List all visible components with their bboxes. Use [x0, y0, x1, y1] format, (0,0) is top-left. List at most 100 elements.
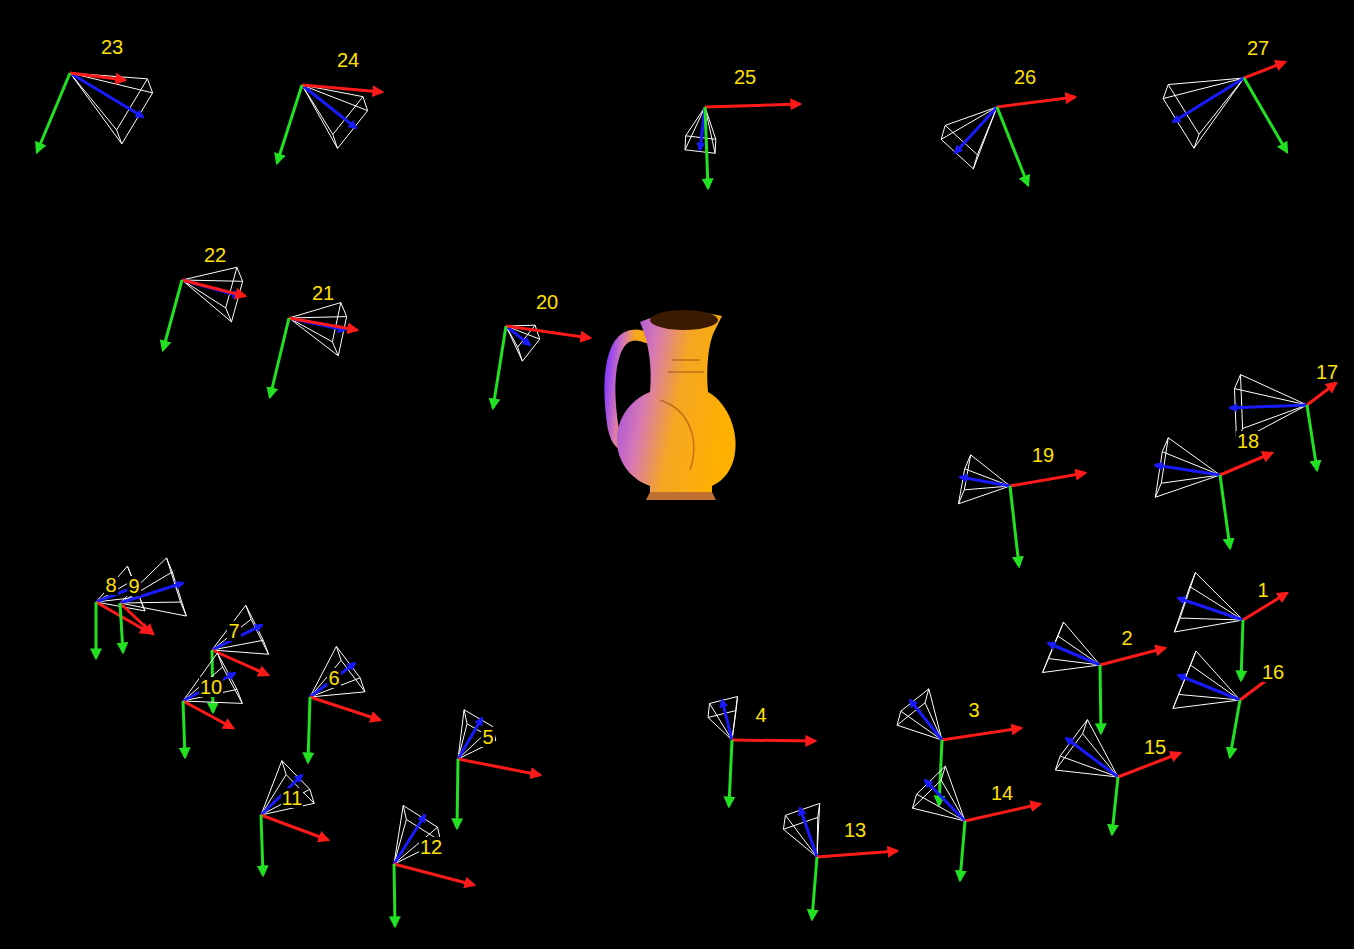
y-axis-arrow [1100, 665, 1101, 733]
camera-glyph [394, 806, 474, 927]
z-axis-arrow [955, 107, 997, 153]
camera-frustum [120, 558, 186, 616]
frustum-base [1055, 720, 1087, 770]
jug-body [617, 313, 736, 496]
camera-glyph [270, 303, 357, 397]
y-axis-arrow [997, 107, 1028, 185]
x-axis-arrow [70, 73, 125, 80]
x-axis-arrow [183, 701, 233, 728]
frustum-edge [1199, 78, 1244, 134]
camera-frustum [1174, 573, 1243, 633]
z-axis-arrow [910, 700, 942, 740]
frustum-edge [785, 815, 817, 857]
camera-number: 2 [1120, 628, 1133, 648]
camera-number: 16 [1261, 662, 1285, 682]
y-axis-arrow [729, 740, 732, 806]
y-axis-arrow [183, 701, 185, 757]
z-axis-arrow [800, 808, 817, 857]
z-axis-arrow [1178, 598, 1243, 620]
camera-glyph [912, 766, 1040, 880]
camera-frustum [1155, 438, 1220, 498]
frustum-edge [70, 73, 153, 93]
camera-frustum [1173, 651, 1240, 708]
x-axis-arrow [182, 280, 245, 296]
camera-number: 10 [199, 677, 223, 697]
y-axis-arrow [1307, 405, 1317, 470]
frustum-edge [1043, 665, 1100, 673]
y-axis-arrow [457, 759, 458, 828]
camera-number: 13 [843, 820, 867, 840]
camera-number: 8 [104, 575, 117, 595]
camera-number: 5 [481, 727, 494, 747]
camera-frustum [708, 697, 737, 741]
y-axis-arrow [37, 73, 70, 152]
camera-number: 27 [1246, 38, 1270, 58]
jug-mouth [650, 310, 718, 330]
x-axis-arrow [458, 759, 540, 775]
x-axis-arrow [302, 85, 382, 92]
camera-number: 14 [990, 783, 1014, 803]
frustum-edge [1173, 700, 1240, 708]
frustum-edge [302, 85, 338, 148]
y-axis-arrow [163, 280, 182, 350]
frustum-edge [1087, 720, 1118, 777]
camera-glyph [37, 73, 153, 152]
z-axis-arrow [960, 477, 1010, 486]
z-axis-arrow [70, 73, 143, 117]
x-axis-arrow [732, 740, 815, 741]
camera-number: 4 [754, 705, 767, 725]
camera-glyph [308, 646, 380, 762]
camera-frustum [212, 605, 269, 654]
frustum-edge [685, 107, 705, 150]
frustum-edge [1235, 389, 1307, 405]
frustum-edge [973, 107, 997, 169]
z-axis-arrow [458, 718, 482, 759]
camera-frustum [310, 646, 365, 697]
camera-glyph [120, 558, 186, 652]
x-axis-arrow [1244, 62, 1285, 78]
y-axis-arrow [1010, 486, 1019, 566]
y-axis-arrow [960, 821, 965, 880]
camera-glyph [783, 803, 897, 919]
jug-relief [660, 360, 704, 470]
y-axis-arrow [95, 602, 98, 658]
frustum-edge [732, 711, 736, 741]
camera-number: 11 [281, 788, 304, 808]
camera-frustum [941, 107, 997, 169]
camera-glyph [1055, 720, 1180, 834]
camera-number: 26 [1013, 67, 1037, 87]
camera-glyph [277, 85, 382, 163]
camera-frustum [685, 107, 716, 153]
y-axis-arrow [1230, 700, 1240, 757]
camera-glyph [457, 710, 540, 828]
camera-number: 6 [327, 668, 340, 688]
z-axis-arrow [302, 85, 356, 128]
frustum-edge [120, 602, 181, 604]
x-axis-arrow [261, 815, 328, 840]
camera-glyph [96, 566, 150, 658]
frustum-edge [732, 697, 738, 741]
camera-number: 20 [535, 292, 559, 312]
frustum-edge [1161, 475, 1220, 483]
y-axis-arrow [261, 815, 263, 875]
z-axis-arrow [1178, 675, 1240, 700]
z-axis-arrow [925, 780, 965, 821]
camera-frustum [302, 85, 368, 148]
z-axis-arrow [722, 700, 732, 740]
x-axis-arrow [1307, 383, 1336, 405]
camera-frustum [958, 455, 1010, 504]
y-axis-arrow [1244, 78, 1287, 152]
y-axis-arrow [270, 318, 289, 397]
camera-number: 18 [1236, 431, 1260, 451]
camera-glyph [183, 653, 242, 757]
y-axis-arrow [705, 107, 708, 188]
jug-foot [646, 492, 716, 500]
x-axis-arrow [817, 851, 897, 857]
camera-number: 12 [419, 837, 443, 857]
z-axis-arrow [1066, 738, 1118, 777]
camera-number: 17 [1315, 362, 1339, 382]
frustum-edge [977, 107, 997, 155]
z-axis-arrow [1230, 405, 1307, 408]
camera-frustum [70, 73, 153, 144]
